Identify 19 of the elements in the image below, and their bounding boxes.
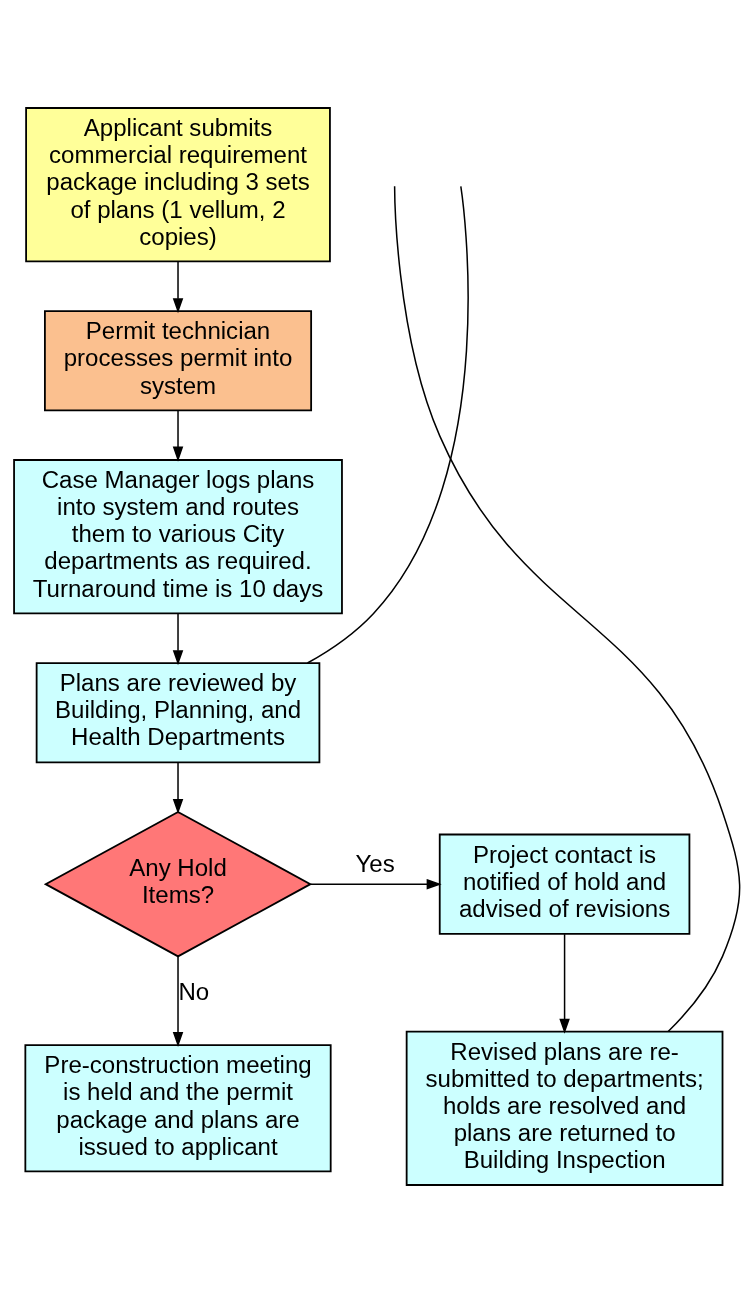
arrow [172, 409, 184, 462]
node-box: Revised plans are re-submitted to departments; holds are resolved and plans are returned to Building Inspection [405, 1030, 724, 1186]
arrow [172, 761, 184, 814]
arrow [172, 612, 184, 665]
edge-label: Yes [355, 849, 395, 877]
node-box: Pre-construction meeting is held and the permit package and plans are issued to applicant [24, 1043, 332, 1172]
edge-label: No [178, 977, 210, 1005]
arrow [172, 260, 184, 313]
arrow [309, 878, 442, 889]
arrow [172, 955, 184, 1047]
arrow [559, 932, 570, 1034]
connector [306, 185, 469, 664]
node-box: Project contact is notified of hold and advised of revisions [438, 833, 691, 935]
node-box: Permit technician processes permit into system [44, 309, 313, 411]
node-box: Case Manager logs plans into system and routes them to various City departments as required. Turnaround time is 10 days [13, 458, 343, 614]
connector [393, 185, 741, 1032]
node-box: Plans are reviewed by Building, Planning, and Health Departments [35, 661, 321, 763]
node-diamond: Any Hold Items? [43, 810, 313, 957]
node-box: Applicant submits commercial requirement package including 3 sets of plans (1 vellum, 2 copies) [25, 106, 331, 262]
